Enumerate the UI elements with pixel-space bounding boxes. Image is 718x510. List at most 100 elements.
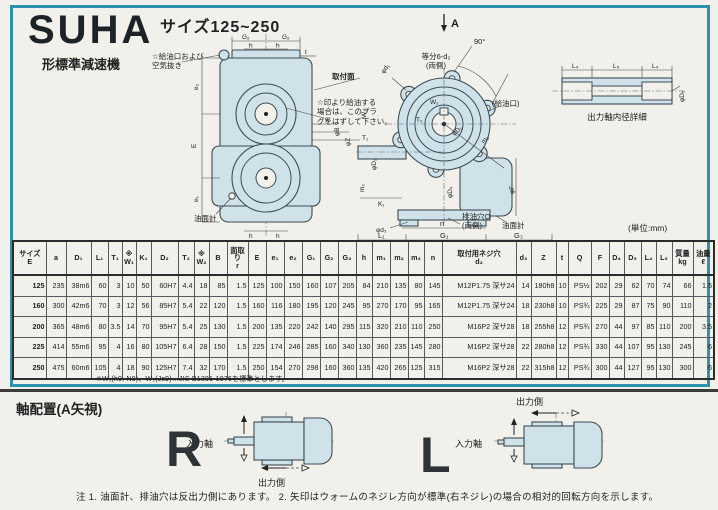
table-cell: 360 [337, 357, 357, 379]
dim-l1: L₁ [378, 231, 385, 240]
table-cell: 200 [671, 316, 694, 338]
oil-port-label: (給油口) [492, 98, 520, 108]
table-cell: 10 [555, 274, 569, 297]
table-cell: 1.5 [226, 316, 249, 338]
table-cell: 29 [608, 274, 625, 297]
table-cell: PS¾ [567, 336, 592, 358]
table-cell: 95 [90, 336, 109, 358]
dim-g2-left: G₂ [242, 34, 250, 41]
dim-phid1: φd₁ [380, 62, 392, 75]
table-cell: 225 [12, 336, 47, 358]
table-cell: 210 [371, 274, 391, 297]
table-cell: M12P1.75 深サ24 [441, 295, 517, 317]
table-cell: 85 [208, 274, 228, 297]
table-cell: 130 [655, 336, 673, 358]
table-cell: PS¾ [567, 295, 592, 317]
table-cell: 1.5 [226, 336, 249, 358]
table-cell: 85 [640, 316, 657, 338]
table-header-cell: T₂ [177, 240, 195, 276]
table-header-cell: L₁ [90, 240, 109, 276]
table-cell: 320 [371, 316, 391, 338]
table-cell: 174 [265, 336, 285, 358]
table-header-cell: d₃ [515, 240, 532, 276]
table-cell: 295 [337, 316, 357, 338]
table-cell: 245 [337, 295, 357, 317]
table-header-cell: D₁ [65, 240, 92, 276]
dim-phiD5: φD₅ [679, 90, 686, 102]
arrangement-r-drawing [224, 412, 334, 472]
table-header-cell: E [247, 240, 267, 276]
table-cell: 95 [355, 295, 373, 317]
table-cell: 87 [623, 295, 642, 317]
table-cell: 107 [319, 274, 339, 297]
table-header-cell: G₂ [319, 240, 339, 276]
table-header-cell: L₄ [640, 240, 657, 276]
table-header-cell: B [208, 240, 228, 276]
dim-l5: L₅ [613, 63, 620, 70]
table-cell: M12P1.75 深サ24 [441, 274, 517, 297]
table-cell: 246 [283, 336, 303, 358]
table-cell: 44 [608, 316, 625, 338]
front-view-drawing: A 90° [356, 14, 553, 242]
table-cell: 12 [555, 357, 569, 379]
table-cell: 4.4 [177, 274, 195, 297]
view-a-label: A [451, 18, 459, 30]
mount-surface-callout: 取付面 [332, 72, 355, 81]
table-cell: 120 [208, 295, 228, 317]
table-cell: PS¾ [567, 316, 592, 338]
table-cell: 130 [655, 357, 673, 379]
table-cell: 270 [371, 295, 391, 317]
table-header-cell: D₂ [150, 240, 179, 276]
table-cell: 97 [623, 316, 642, 338]
table-cell: 80 [407, 274, 425, 297]
oil-gauge-label-front: 油面計 [502, 220, 525, 230]
table-cell: 105H7 [150, 336, 179, 358]
table-cell: 135 [355, 357, 373, 379]
table-cell: 60 [90, 274, 109, 297]
table-header-cell: L₅ [655, 240, 673, 276]
table-cell: 100 [265, 274, 285, 297]
table-cell: 44 [608, 357, 625, 379]
table-cell: 1.5 [692, 274, 715, 297]
brand-subtitle: 形標準減速機 [42, 57, 121, 72]
arrangement-l-drawing [494, 409, 604, 469]
table-cell: 116 [265, 295, 285, 317]
dim-e2: e₂ [193, 83, 200, 90]
table-header-cell: Z [530, 240, 557, 276]
input-shaft-label-r: 入力軸 [186, 439, 214, 449]
table-cell: 160 [319, 336, 339, 358]
table-header-cell: 取付用ネジ穴 d₂ [441, 240, 517, 276]
bolt-pattern-callout: 等分6-d₂ (両側) [421, 52, 451, 71]
table-cell: 165 [423, 295, 443, 317]
table-cell: 12 [555, 316, 569, 338]
dim-t: t [305, 49, 307, 56]
table-cell: 2 [692, 295, 715, 317]
table-cell: 205 [337, 274, 357, 297]
table-cell: 265 [389, 357, 409, 379]
table-cell: 1.5 [226, 274, 249, 297]
table-cell: 255h8 [530, 316, 557, 338]
dim-e1: e₁ [193, 195, 200, 202]
table-cell: 3 [107, 274, 123, 297]
table-cell: 220 [283, 316, 303, 338]
table-cell: 48m6 [65, 316, 92, 338]
table-cell: 16 [121, 336, 137, 358]
dim-E: E [191, 143, 198, 148]
table-cell: 135 [389, 274, 409, 297]
table-header-cell: G₃ [337, 240, 357, 276]
table-cell: 225 [247, 336, 267, 358]
dim-h-bot-left: h [249, 233, 253, 240]
table-cell: 44 [608, 336, 625, 358]
table-cell: 28 [193, 336, 210, 358]
table-cell: 414 [45, 336, 67, 358]
table-header-cell: m₃ [407, 240, 425, 276]
table-cell: 70 [640, 274, 657, 297]
table-cell: 56 [135, 295, 152, 317]
table-header-cell: ※ W₂ [193, 240, 210, 276]
table-header-cell: t [555, 240, 569, 276]
table-cell: 120 [319, 295, 339, 317]
